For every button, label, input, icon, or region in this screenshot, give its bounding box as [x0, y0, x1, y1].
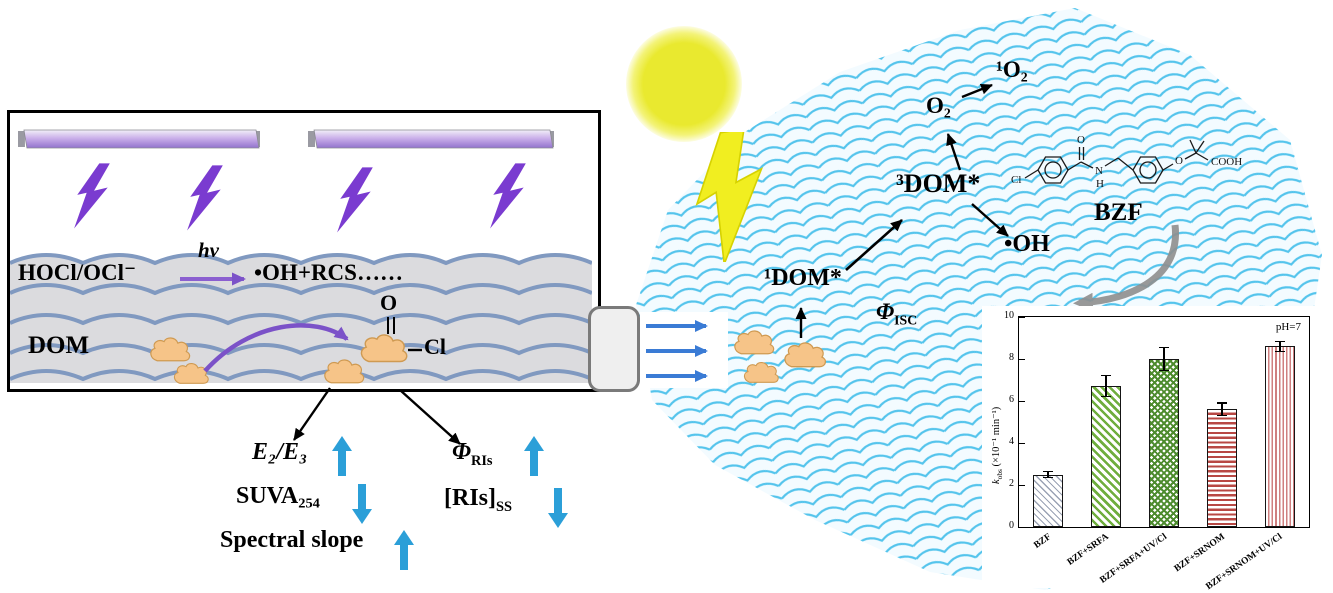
- error-bar-cap: [1043, 470, 1053, 472]
- bzf-label: BZF: [1094, 199, 1143, 226]
- uv-bolts: [74, 163, 526, 233]
- y-tick-label: 2: [1009, 478, 1014, 489]
- chloride-label: Cl: [424, 334, 446, 359]
- to-hydroxyl-arrow: [971, 203, 1009, 237]
- excitation-arrow: [795, 307, 807, 338]
- dom-cloud-icon: [743, 361, 779, 383]
- x-category-label: BZF+SRNOM: [1172, 532, 1227, 575]
- error-bar: [1279, 341, 1281, 352]
- error-bar-cap: [1159, 369, 1169, 372]
- double-bond-icon: [387, 317, 395, 334]
- bar-BZF+SRNOM: [1207, 409, 1237, 527]
- error-bar-cap: [1217, 402, 1227, 404]
- y-tick-mark: [1019, 316, 1025, 318]
- oxygen-label: O₂: [926, 93, 951, 118]
- error-bar: [1221, 403, 1223, 416]
- sunlight-bolt-icon: [695, 132, 764, 262]
- error-bar: [1105, 375, 1107, 397]
- increase-arrow-icon: [394, 530, 414, 570]
- y-tick-label: 6: [1009, 394, 1014, 405]
- y-tick-label: 4: [1009, 436, 1014, 447]
- increase-arrow-icon: [524, 436, 544, 476]
- error-bar-cap: [1217, 415, 1227, 417]
- error-bar-cap: [1275, 351, 1285, 353]
- y-tick-label: 8: [1009, 352, 1014, 363]
- ph-annotation: pH=7: [1275, 321, 1301, 333]
- bar-BZF+SRNOM+UV/Cl: [1265, 346, 1295, 527]
- singlet-oxygen-label: ¹O₂: [996, 57, 1028, 82]
- structure-n-label: N: [1095, 165, 1103, 177]
- phi-isc-label: ΦISC: [876, 299, 918, 328]
- structure-cl-label: Cl: [1011, 174, 1021, 186]
- decrease-arrow-icon: [548, 488, 568, 528]
- uv-chlorine-reactor-box: HOCl/OCl⁻ hν •OH+RCS…… O Cl DOM: [7, 110, 601, 392]
- ris-ss-label: [RIs]SS: [444, 485, 513, 515]
- y-tick-label: 0: [1009, 520, 1014, 531]
- chart-plot-area: pH=7: [1018, 316, 1310, 528]
- error-bar-cap: [1275, 340, 1285, 342]
- chlorination-curved-arrow: [203, 323, 349, 373]
- phi-ris-label: ΦRIs: [452, 439, 493, 469]
- carbonyl-oxygen-label: O: [380, 290, 398, 315]
- error-bar-cap: [1043, 477, 1053, 479]
- reactor-outlet-tube: [588, 306, 640, 392]
- bzf-degradation-arrow: [1073, 224, 1179, 312]
- structure-cooh-label: COOH: [1211, 156, 1242, 168]
- uv-lamp-icon: [18, 129, 260, 149]
- decrease-arrow-icon: [352, 484, 372, 524]
- y-tick-mark: [1019, 400, 1025, 402]
- error-bar: [1163, 347, 1165, 371]
- structure-h-label: H: [1096, 178, 1104, 190]
- error-bar: [1047, 471, 1049, 478]
- to-oxygen-arrow: [946, 133, 962, 171]
- x-category-label: BZF+SRFA: [1065, 532, 1111, 568]
- y-tick-mark: [1019, 442, 1025, 444]
- error-bar-cap: [1101, 375, 1111, 377]
- bar-BZF+SRFA: [1091, 386, 1121, 527]
- oh-rcs-label: •OH+RCS……: [254, 260, 403, 285]
- flow-arrows: [646, 320, 708, 382]
- singlet-oxygen-arrow: [961, 83, 993, 99]
- isc-arrow: [845, 219, 903, 271]
- structure-o-label: O: [1077, 134, 1085, 146]
- error-bar-cap: [1159, 346, 1169, 349]
- suva254-label: SUVA₂₅₄: [236, 483, 320, 509]
- y-tick-mark: [1019, 358, 1025, 360]
- x-category-label: BZF: [1031, 532, 1053, 551]
- error-bar-cap: [1101, 396, 1111, 398]
- increase-arrow-icon: [332, 436, 352, 476]
- uv-lamp-icon: [308, 129, 554, 149]
- hydroxyl-radical-label: •OH: [1004, 231, 1050, 257]
- structure-ether-o-label: O: [1175, 155, 1183, 167]
- spectral-slope-label: Spectral slope: [220, 527, 364, 553]
- effects-arrows: [293, 387, 461, 445]
- bzf-structure: Cl O N H O COOH: [1011, 134, 1242, 190]
- hv-arrow: [180, 272, 246, 286]
- e2e3-label: E₂/E₃: [252, 439, 308, 465]
- singlet-dom-label: ¹DOM*: [764, 265, 842, 291]
- y-tick-mark: [1019, 484, 1025, 486]
- dom-cloud-icon: [734, 330, 775, 355]
- cl-bond-icon: [408, 348, 422, 352]
- y-tick-label: 10: [1004, 310, 1014, 321]
- dom-cloud-icon: [784, 342, 827, 368]
- hv-label: hν: [198, 238, 219, 262]
- hocl-label: HOCl/OCl⁻: [18, 260, 137, 285]
- triplet-dom-label: ³DOM*: [896, 169, 981, 198]
- dom-label: DOM: [28, 332, 90, 359]
- bar-BZF+SRFA+UV/Cl: [1149, 359, 1179, 527]
- sun-icon: [626, 26, 742, 142]
- bar-BZF: [1033, 474, 1063, 527]
